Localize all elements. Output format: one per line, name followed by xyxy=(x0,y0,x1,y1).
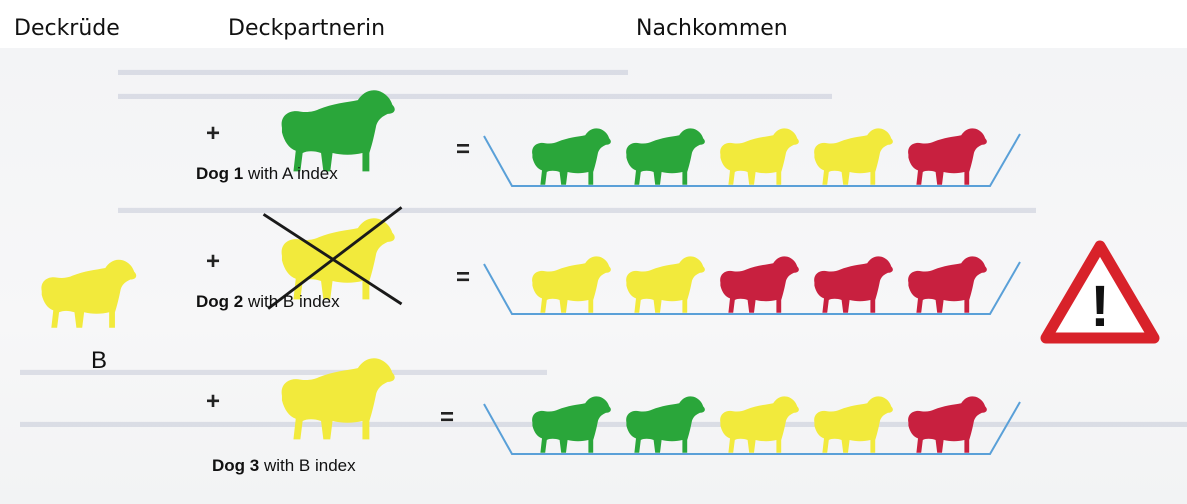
header-dam: Deckpartnerin xyxy=(228,16,386,41)
offspring-dog-red-icon xyxy=(908,396,987,453)
stud-letter: B xyxy=(91,347,108,374)
offspring-dog-yellow-icon xyxy=(626,256,705,313)
offspring-dog-yellow-icon xyxy=(532,256,611,313)
offspring-tray xyxy=(483,401,1021,455)
warning-exclamation-mark: ! xyxy=(1090,274,1109,339)
warning-triangle-icon: ! xyxy=(1040,240,1160,344)
equals-operator: = xyxy=(456,136,471,163)
partner-dog-label: Dog 1 with A index xyxy=(196,164,338,184)
offspring-dog-yellow-icon xyxy=(720,128,799,185)
partner-dog-index: with B index xyxy=(259,456,356,475)
partner-dog-label: Dog 3 with B index xyxy=(212,456,356,476)
partner-dog-label: Dog 2 with B index xyxy=(196,292,340,312)
bleed-through-text: ▬▬▬▬▬▬▬▬▬▬▬▬▬▬▬▬▬▬▬▬▬▬▬▬▬▬▬▬▬▬▬▬▬▬▬▬▬▬▬▬… xyxy=(118,84,832,103)
plus-operator: + xyxy=(206,248,221,275)
equals-operator: = xyxy=(440,404,455,431)
offspring-dog-green-icon xyxy=(532,128,611,185)
partner-dog-name: Dog 2 xyxy=(196,292,244,311)
partner-dog-index: with A index xyxy=(243,164,338,183)
offspring-dog-red-icon xyxy=(908,256,987,313)
offspring-dog-green-icon xyxy=(626,396,705,453)
bleed-through-text: ▬▬▬▬▬▬▬▬▬▬▬▬▬▬▬▬▬▬▬▬▬▬▬▬▬▬▬▬▬▬ xyxy=(118,60,628,79)
partner-dog-crossed-out-icon xyxy=(262,206,403,310)
partner-dog-index: with B index xyxy=(243,292,340,311)
bleed-through-text: ▬▬▬▬▬▬▬▬▬▬▬▬▬▬▬▬▬▬▬▬▬▬▬▬▬▬▬▬▬▬▬▬▬▬▬▬▬▬▬▬… xyxy=(118,198,1036,217)
partner-dog-name: Dog 1 xyxy=(196,164,244,183)
plus-operator: + xyxy=(206,120,221,147)
partner-dog-name: Dog 3 xyxy=(212,456,260,475)
offspring-dog-yellow-icon xyxy=(814,396,893,453)
header-stud: Deckrüde xyxy=(14,16,120,41)
offspring-dog-red-icon xyxy=(814,256,893,313)
offspring-dog-red-icon xyxy=(908,128,987,185)
equals-operator: = xyxy=(456,264,471,291)
partner-dog-icon xyxy=(281,90,395,172)
header-offspring: Nachkommen xyxy=(636,16,788,41)
offspring-dog-red-icon xyxy=(720,256,799,313)
offspring-dog-yellow-icon xyxy=(720,396,799,453)
plus-operator: + xyxy=(206,388,221,415)
bleed-through-text: ▬▬▬▬▬▬▬▬▬▬▬▬▬▬▬▬▬▬▬▬▬▬▬▬▬▬▬▬▬▬▬ xyxy=(20,360,547,379)
offspring-tray xyxy=(483,133,1021,187)
stud-dog-icon xyxy=(41,259,137,328)
partner-dog-icon xyxy=(281,358,395,440)
offspring-dog-green-icon xyxy=(532,396,611,453)
offspring-tray xyxy=(483,261,1021,315)
offspring-dog-green-icon xyxy=(626,128,705,185)
offspring-dog-yellow-icon xyxy=(814,128,893,185)
